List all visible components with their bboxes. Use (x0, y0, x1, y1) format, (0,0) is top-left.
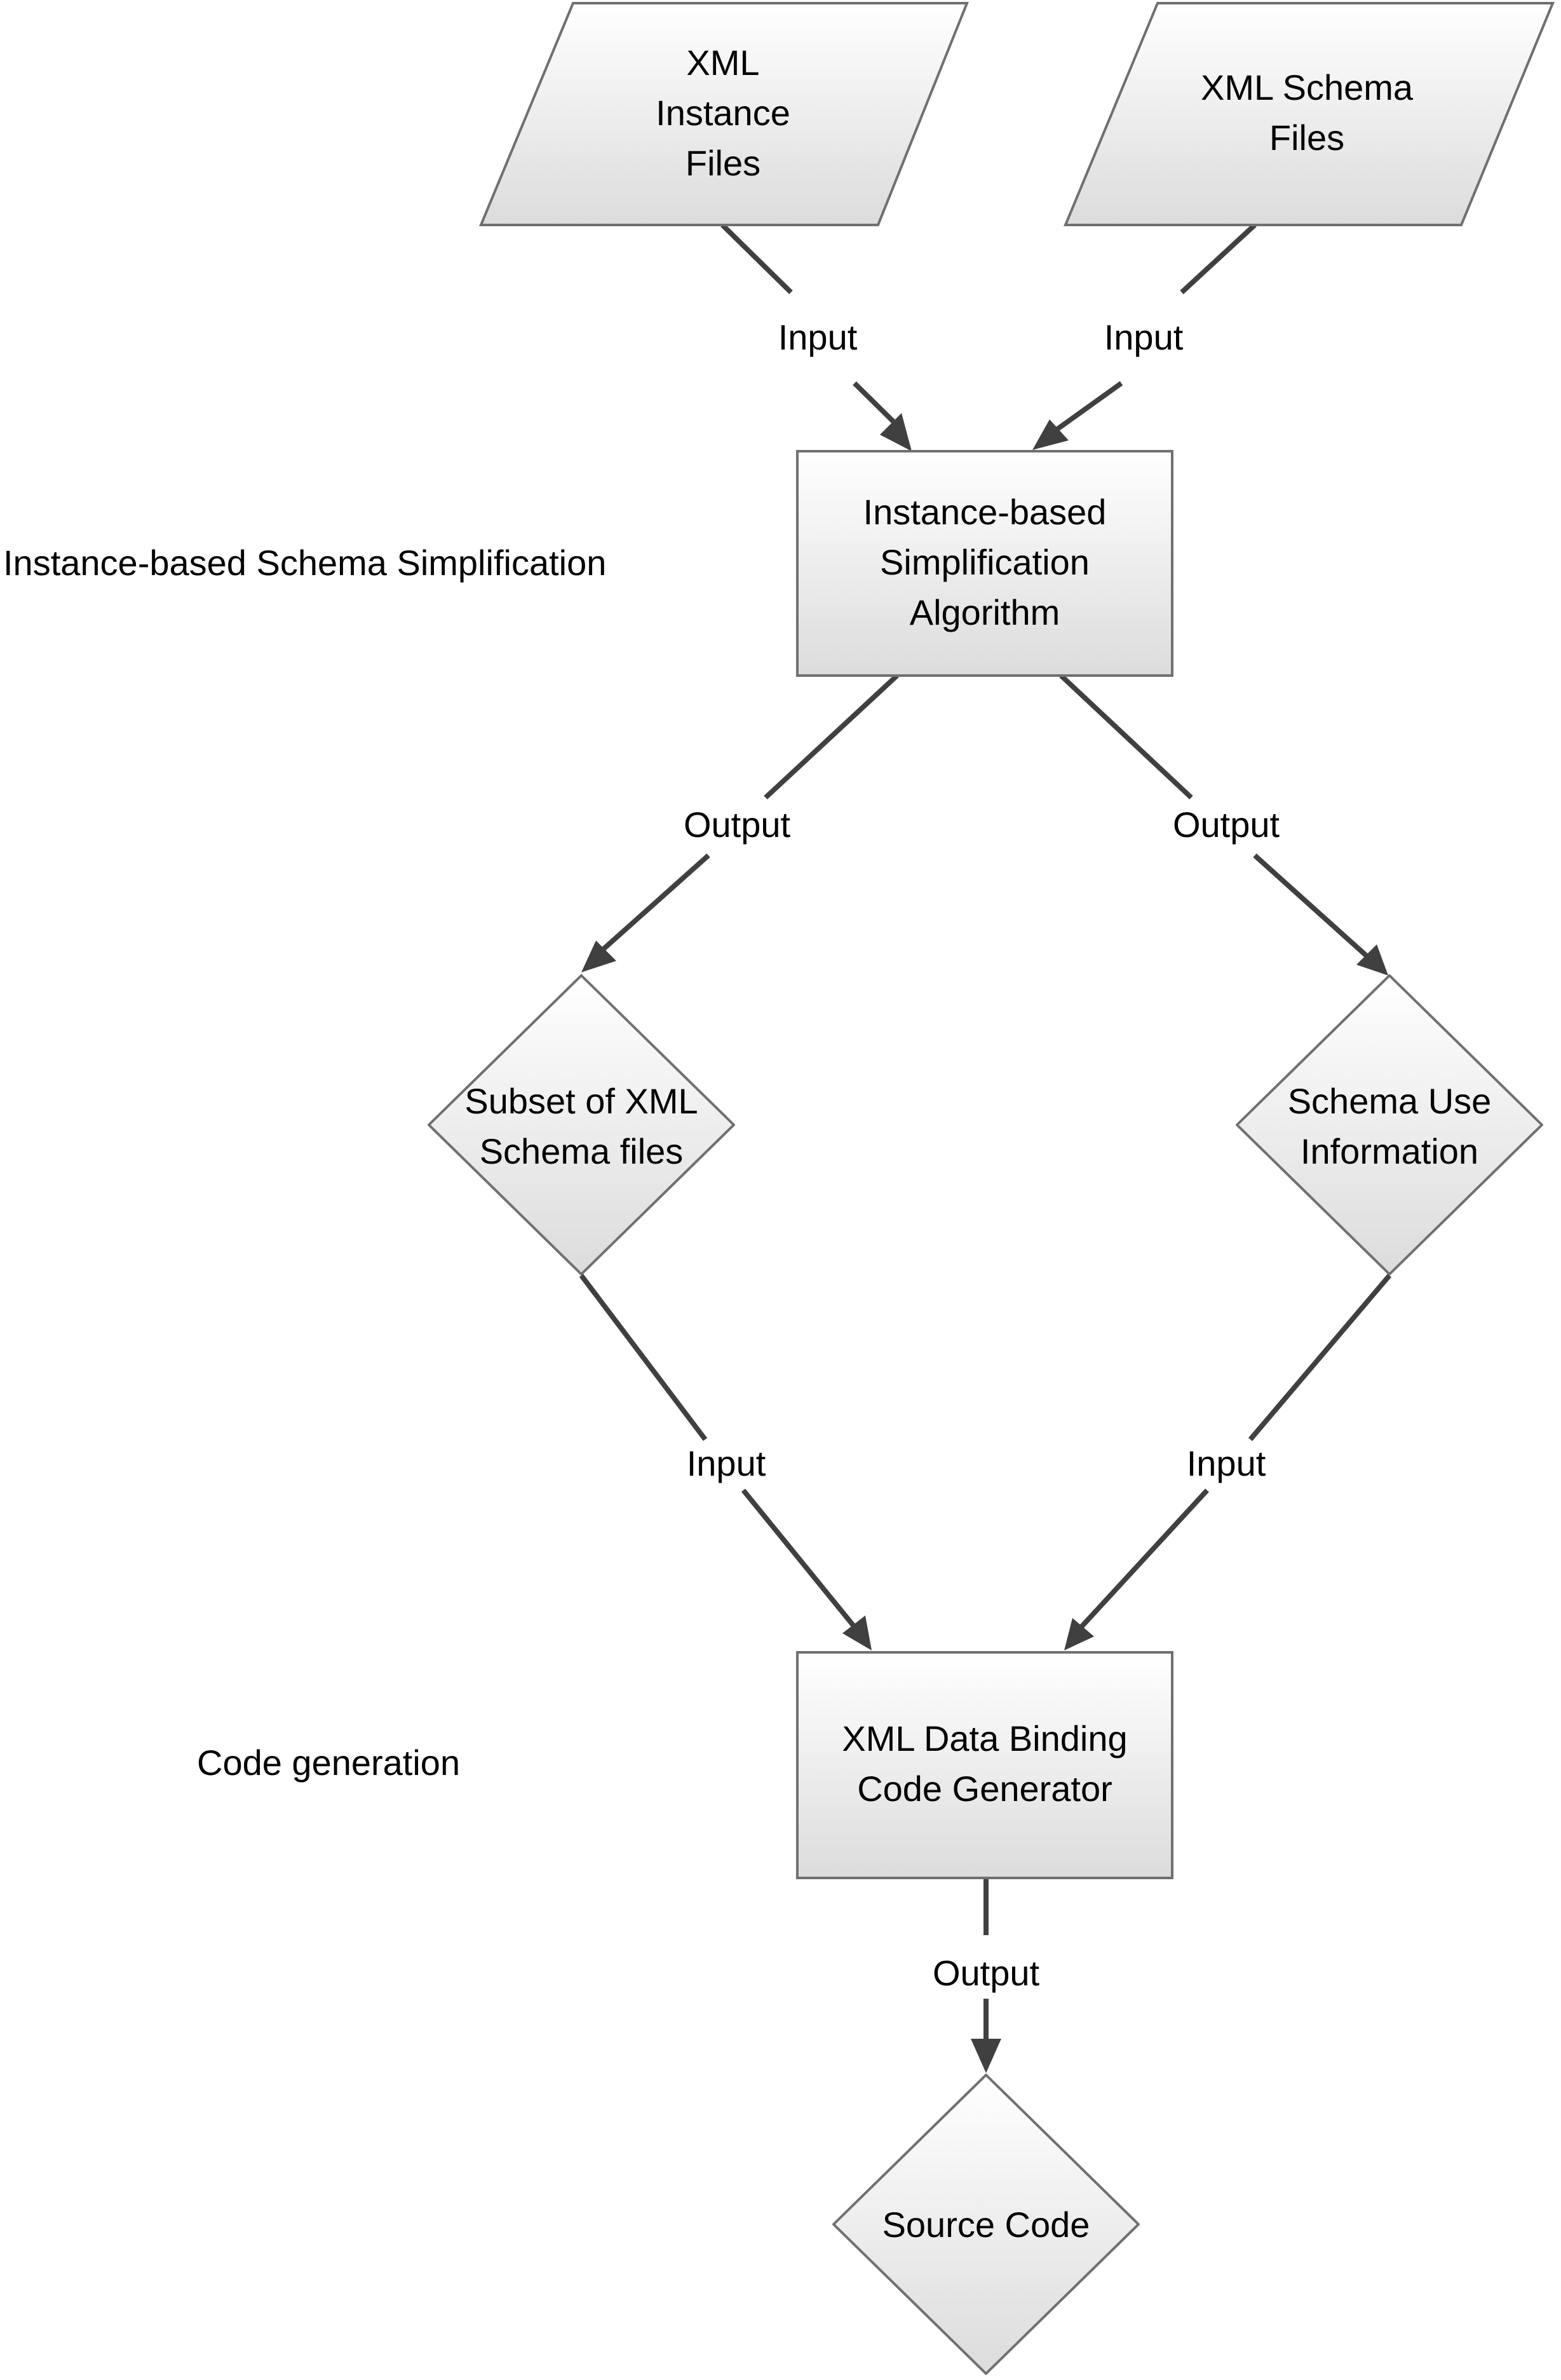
edge-label-schema-to-algorithm: Input (1104, 317, 1184, 357)
edge-subset-to-generator-lower (741, 1488, 857, 1629)
node-label-line: XML Schema (1201, 67, 1414, 107)
node-label-line: Algorithm (910, 592, 1060, 632)
edge-label-subset-to-generator: Input (687, 1443, 766, 1483)
edge-label-algorithm-to-subset: Output (684, 805, 791, 845)
edge-label-schemause-to-generator: Input (1187, 1443, 1266, 1483)
node-source-code: Source Code (832, 2074, 1140, 2375)
edge-schemause-to-generator-lower (1079, 1488, 1209, 1629)
node-subset-schema-files: Subset of XML Schema files (428, 974, 735, 1275)
edge-algorithm-to-schemause-lower (1253, 853, 1369, 958)
node-label-line: Instance (656, 93, 790, 133)
node-code-generator: XML Data Binding Code Generator (796, 1651, 1173, 1879)
edge-label-generator-to-source: Output (933, 1953, 1040, 1993)
arrowhead-instance-to-algorithm (880, 413, 912, 451)
stage-label-simplification: Instance-based Schema Simplification (3, 543, 606, 583)
process-box-shape (796, 1651, 1173, 1879)
node-label-line: Simplification (880, 542, 1090, 582)
edge-instance-to-algorithm-upper (720, 223, 793, 294)
node-xml-instance-files: XML Instance Files (479, 2, 969, 226)
node-label-line: XML Data Binding (842, 1718, 1127, 1758)
node-label-line: Schema Use (1288, 1081, 1492, 1121)
node-label-line: Schema files (480, 1131, 684, 1171)
arrowhead-subset-to-generator (842, 1615, 872, 1650)
diamond-shape (428, 974, 735, 1275)
arrowhead-generator-to-source (971, 2039, 1001, 2073)
diamond-shape (1236, 974, 1543, 1275)
node-label-line: Code Generator (857, 1769, 1112, 1809)
node-xml-schema-files: XML Schema Files (1064, 2, 1555, 226)
arrowhead-algorithm-to-subset (581, 941, 616, 972)
edge-subset-to-generator-upper (579, 1274, 708, 1441)
edge-instance-to-algorithm-lower (853, 381, 901, 429)
diamond-shape (832, 2074, 1140, 2375)
input-parallelogram-shape (479, 2, 969, 226)
edge-schema-to-algorithm-upper (1180, 223, 1257, 294)
edge-algorithm-to-subset-upper (764, 674, 899, 799)
edge-label-algorithm-to-schemause: Output (1173, 805, 1280, 845)
arrowhead-algorithm-to-schemause (1356, 944, 1388, 976)
arrowhead-schemause-to-generator (1064, 1618, 1094, 1650)
edges (579, 223, 1392, 2073)
node-label-line: Files (1269, 118, 1344, 158)
node-label-line: Instance-based (863, 492, 1107, 532)
arrowhead-schema-to-algorithm (1032, 419, 1069, 450)
input-parallelogram-shape (1064, 2, 1555, 226)
node-label-line: XML (686, 43, 759, 83)
node-label-line: Information (1301, 1131, 1478, 1171)
stage-label-code-generation: Code generation (197, 1743, 460, 1783)
process-box-shape (796, 450, 1173, 677)
edge-algorithm-to-subset-lower (600, 853, 710, 952)
node-label-line: Files (686, 143, 760, 183)
edge-label-instance-to-algorithm: Input (778, 317, 858, 357)
node-label-line: Subset of XML (464, 1081, 698, 1121)
edge-schema-to-algorithm-lower (1048, 381, 1123, 437)
edge-schemause-to-generator-upper (1248, 1274, 1392, 1441)
edge-algorithm-to-schemause-upper (1059, 674, 1193, 799)
node-schema-use-information: Schema Use Information (1236, 974, 1543, 1275)
node-label-line: Source Code (882, 2205, 1090, 2245)
node-simplification-algorithm: Instance-based Simplification Algorithm (796, 450, 1173, 677)
